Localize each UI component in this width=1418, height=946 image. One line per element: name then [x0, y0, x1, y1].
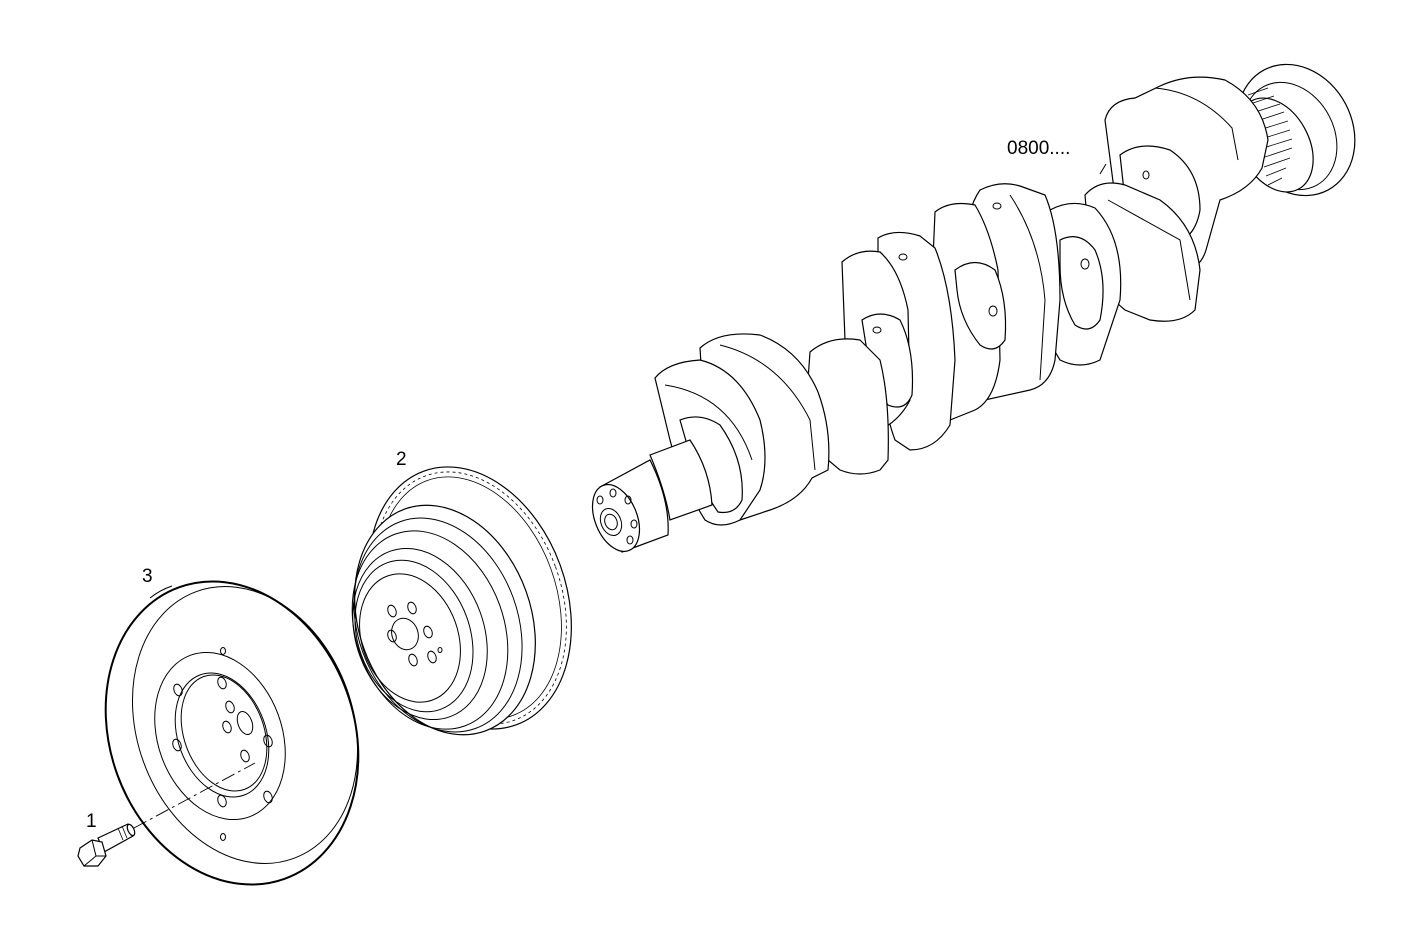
pulley-with-tone-ring[interactable] [324, 438, 607, 760]
crankshaft-webs-and-journals [591, 76, 1269, 553]
crankshaft[interactable] [583, 44, 1377, 559]
callout-label-0800[interactable]: 0800.... [1007, 138, 1071, 159]
callout-label-3[interactable]: 3 [142, 566, 153, 587]
leader-line-3 [149, 585, 173, 599]
leader-line-0800 [1099, 163, 1107, 175]
callout-label-2[interactable]: 2 [396, 449, 407, 470]
assembly-axis-line [133, 762, 256, 829]
bolt[interactable] [77, 823, 136, 867]
callout-label-1[interactable]: 1 [86, 811, 97, 832]
vibration-damper[interactable] [64, 546, 399, 921]
